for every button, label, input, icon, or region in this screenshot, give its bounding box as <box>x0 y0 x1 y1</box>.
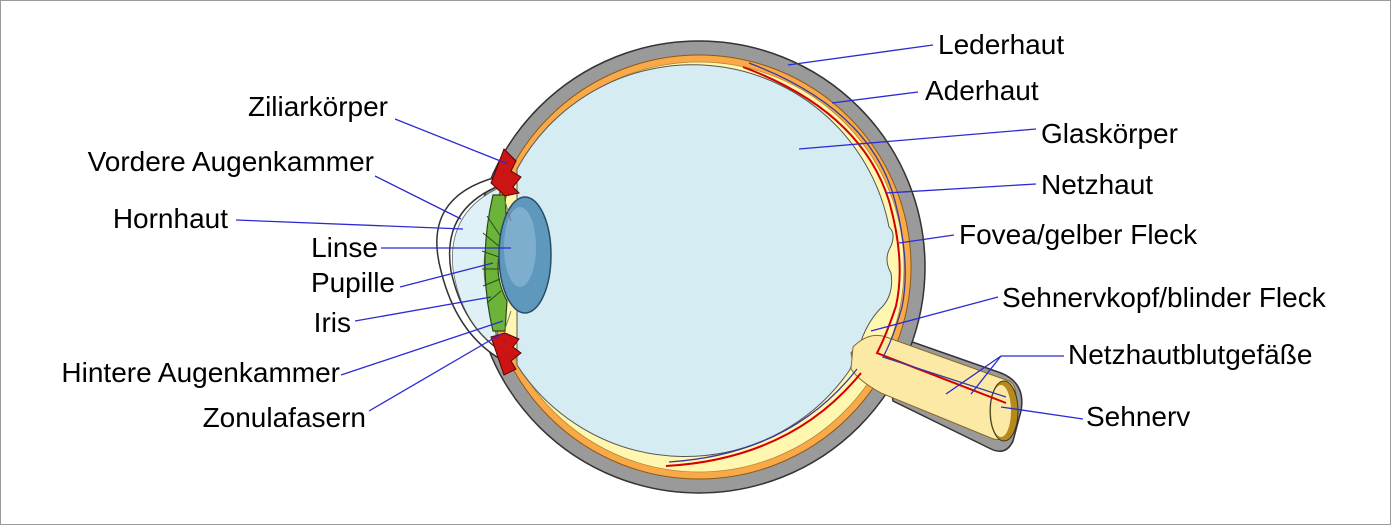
zonular-fibers <box>504 200 512 330</box>
label-ziliarkoerper: Ziliarkörper <box>247 91 388 122</box>
label-fovea: Fovea/gelber Fleck <box>959 219 1198 250</box>
retinal-vessel-1 <box>742 66 1007 404</box>
label-hornhaut: Hornhaut <box>112 203 228 234</box>
retinal-vessel-2 <box>748 62 1007 398</box>
leader-lines <box>235 44 1084 420</box>
retinal-vessel-3 <box>665 372 862 467</box>
label-zonulafasern: Zonulafasern <box>202 402 366 433</box>
label-netzhaut: Netzhaut <box>1041 169 1154 200</box>
label-linse: Linse <box>311 232 378 263</box>
vitreous-body <box>516 64 894 457</box>
label-sehnervkopf: Sehnervkopf/blinder Fleck <box>1002 282 1326 313</box>
retinal-vessel-4 <box>668 368 858 463</box>
label-aderhaut: Aderhaut <box>925 75 1039 106</box>
label-glaskoerper: Glaskörper <box>1041 118 1178 149</box>
ciliary-body-upper <box>490 148 522 197</box>
ciliary-body-lower <box>490 332 522 376</box>
label-sehnerv: Sehnerv <box>1086 401 1191 432</box>
label-hintere-augenkammer: Hintere Augenkammer <box>61 357 340 388</box>
label-iris: Iris <box>313 307 351 338</box>
iris-fibers <box>481 215 502 304</box>
label-pupille: Pupille <box>310 267 395 298</box>
label-vordere-augenkammer: Vordere Augenkammer <box>87 146 374 177</box>
label-netzhautblutgefaesse: Netzhautblutgefäße <box>1068 339 1313 370</box>
label-lederhaut: Lederhaut <box>938 29 1065 60</box>
